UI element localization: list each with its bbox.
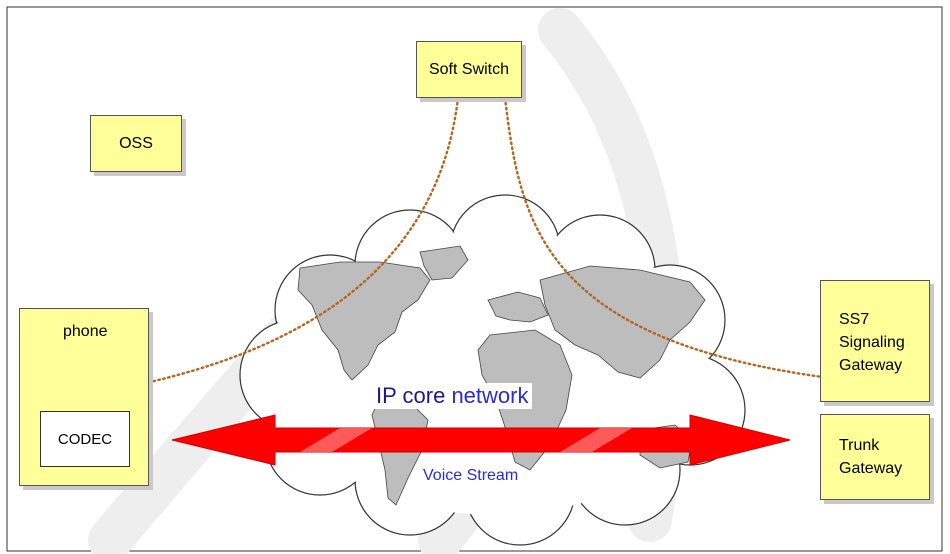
trunk-label-line2: Gateway [839,460,903,477]
phone-node: phone CODEC [19,308,149,486]
trunk-gateway-node: Trunk Gateway [820,414,930,500]
voice-stream-arrow [171,414,791,466]
soft-switch-node: Soft Switch [416,41,522,98]
ip-core-text: IP core [376,383,446,408]
soft-switch-label: Soft Switch [428,60,510,78]
trunk-label-line1: Trunk [839,437,880,454]
ss7-label-line3: Gateway [839,357,903,374]
codec-label: CODEC [57,430,113,448]
voice-stream-label: Voice Stream [423,467,519,484]
ss7-label-line2: Signaling [839,334,905,351]
ss7-label-line1: SS7 [839,311,870,328]
ss7-gateway-node: SS7 Signaling Gateway [820,280,930,402]
network-text: network [451,383,529,408]
codec-box: CODEC [40,411,130,467]
signaling-links [148,96,832,384]
phone-label: phone [63,323,108,340]
frame-border [6,6,943,552]
oss-label: OSS [119,134,153,152]
oss-node: OSS [90,115,182,172]
ip-core-network-label: IP core network [372,383,533,409]
